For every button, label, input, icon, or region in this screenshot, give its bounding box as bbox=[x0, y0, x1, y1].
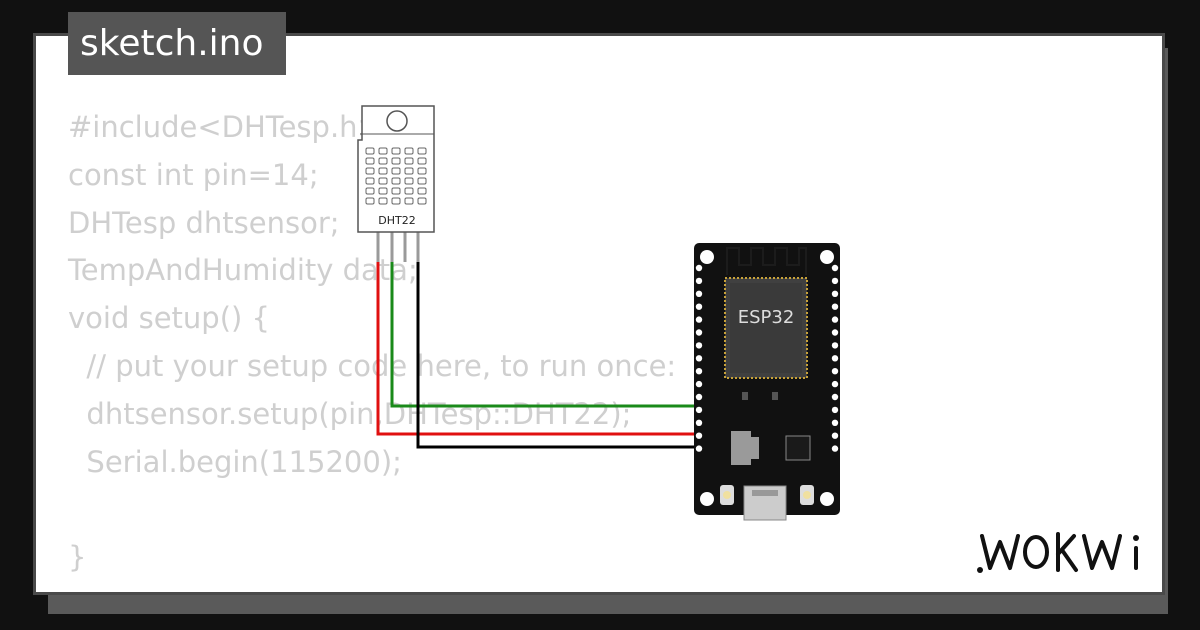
header-pin bbox=[695, 393, 703, 401]
vent-slot bbox=[365, 147, 375, 155]
header-pin bbox=[831, 445, 839, 452]
header-pin bbox=[831, 355, 839, 362]
code-line: #include<DHTesp.h> bbox=[68, 110, 382, 144]
header-pin bbox=[695, 342, 703, 349]
vent-slot bbox=[391, 197, 401, 205]
vent-slot bbox=[417, 167, 427, 175]
header-pin bbox=[695, 419, 703, 426]
wire-power[interactable] bbox=[376, 262, 700, 436]
code-preview: #include<DHTesp.h> const int pin=14; DHTes… bbox=[68, 104, 676, 582]
header-pin bbox=[831, 393, 839, 401]
vent-slot bbox=[404, 147, 414, 155]
header-pins bbox=[695, 264, 839, 452]
header-pin bbox=[695, 368, 703, 375]
sensor-vent-grid bbox=[365, 147, 427, 205]
code-line: Serial.begin(115200); bbox=[68, 444, 402, 479]
file-tab[interactable]: sketch.ino bbox=[68, 12, 286, 75]
header-pin bbox=[831, 406, 839, 414]
header-pin bbox=[695, 264, 703, 272]
header-pin bbox=[831, 432, 839, 439]
vent-slot bbox=[404, 197, 414, 205]
dht22-label: DHT22 bbox=[378, 214, 415, 227]
esp32-label: ESP32 bbox=[738, 307, 795, 328]
header-pin bbox=[695, 316, 703, 323]
header-pin bbox=[695, 290, 703, 297]
vent-slot bbox=[378, 177, 388, 185]
vent-slot bbox=[404, 167, 414, 175]
code-line: DHTesp dhtsensor; bbox=[68, 205, 340, 240]
vent-slot bbox=[417, 197, 427, 205]
dht22-pins bbox=[376, 230, 420, 262]
header-pin bbox=[831, 277, 839, 285]
header-pin bbox=[695, 445, 703, 452]
header-pin bbox=[695, 277, 703, 285]
vent-slot bbox=[391, 187, 401, 195]
vent-slot bbox=[378, 147, 388, 155]
wokwi-logo bbox=[977, 532, 1139, 573]
vent-slot bbox=[417, 157, 427, 165]
preview-card bbox=[33, 33, 1165, 595]
vent-slot bbox=[365, 197, 375, 205]
vent-slot bbox=[391, 167, 401, 175]
mounting-holes bbox=[700, 250, 834, 506]
vent-slot bbox=[378, 197, 388, 205]
vent-slot bbox=[365, 157, 375, 165]
vent-slot bbox=[378, 187, 388, 195]
vent-slot bbox=[391, 177, 401, 185]
vent-slot bbox=[378, 167, 388, 175]
boot-button[interactable] bbox=[803, 491, 811, 499]
header-pin bbox=[695, 406, 703, 414]
vent-slot bbox=[391, 157, 401, 165]
header-pin bbox=[831, 316, 839, 323]
header-pin bbox=[695, 329, 703, 336]
reset-button[interactable] bbox=[723, 491, 731, 499]
header-pin bbox=[831, 290, 839, 297]
header-pin bbox=[831, 264, 839, 272]
vent-slot bbox=[417, 177, 427, 185]
wire-data[interactable] bbox=[390, 262, 700, 408]
vent-slot bbox=[365, 177, 375, 185]
code-line: dhtsensor.setup(pin,DHTesp::DHT22); bbox=[68, 396, 632, 431]
code-line: void setup() { bbox=[68, 301, 270, 336]
dht22-sensor[interactable]: DHT22 bbox=[357, 105, 435, 233]
esp32-board[interactable]: ESP32 bbox=[694, 243, 840, 521]
vent-slot bbox=[404, 187, 414, 195]
header-pin bbox=[695, 380, 703, 388]
header-pin bbox=[695, 355, 703, 362]
code-line: // put your setup code here, to run once… bbox=[68, 348, 677, 383]
header-pin bbox=[695, 303, 703, 310]
header-pin bbox=[831, 380, 839, 388]
vent-slot bbox=[417, 187, 427, 195]
vent-slot bbox=[417, 147, 427, 155]
vent-slot bbox=[378, 157, 388, 165]
header-pin bbox=[831, 419, 839, 426]
code-line: const int pin=14; bbox=[68, 157, 319, 192]
vent-slot bbox=[391, 147, 401, 155]
header-pin bbox=[831, 329, 839, 336]
vent-slot bbox=[404, 177, 414, 185]
header-pin bbox=[831, 368, 839, 375]
vent-slot bbox=[365, 187, 375, 195]
wire-ground[interactable] bbox=[416, 262, 700, 449]
code-line: } bbox=[68, 540, 87, 575]
file-tab-label: sketch.ino bbox=[80, 23, 264, 64]
header-pin bbox=[831, 303, 839, 310]
header-pin bbox=[695, 432, 703, 439]
vent-slot bbox=[404, 157, 414, 165]
vent-slot bbox=[365, 167, 375, 175]
header-pin bbox=[831, 342, 839, 349]
